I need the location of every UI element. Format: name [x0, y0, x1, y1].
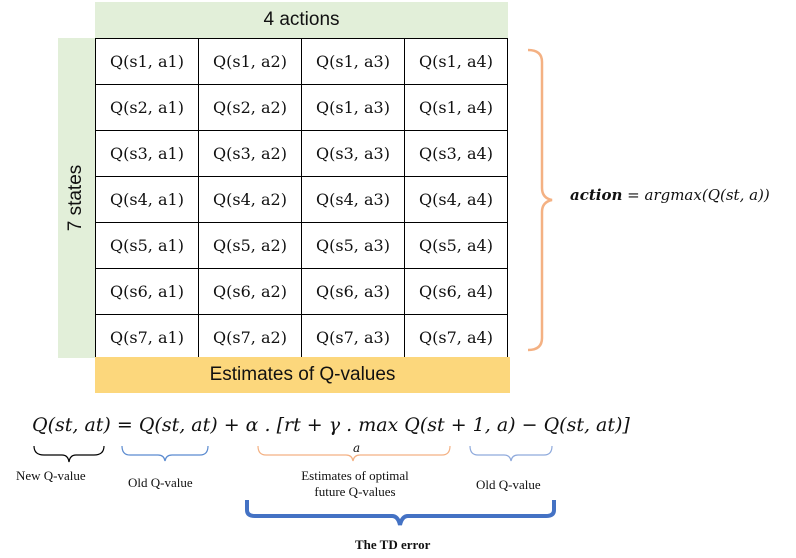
new-q-brace: [33, 445, 105, 463]
caption-old-q-left: Old Q-value: [128, 475, 193, 490]
q-cell: Q(s5, a2): [198, 222, 302, 269]
q-cell: Q(s2, a2): [198, 84, 302, 131]
actions-header: 4 actions: [95, 2, 508, 38]
q-update-equation: Q(st, at) = Q(st, at) + α . [rt + γ . ma…: [32, 414, 630, 436]
table-row: Q(s4, a1) Q(s4, a2) Q(s4, a3) Q(s4, a4): [95, 176, 508, 223]
table-row: Q(s5, a1) Q(s5, a2) Q(s5, a3) Q(s5, a4): [95, 222, 508, 269]
old-q-right-brace: [469, 445, 553, 462]
argmax-expression: = argmax(Q(st, a)): [622, 186, 770, 204]
q-cell: Q(s7, a2): [198, 314, 302, 361]
actions-label: 4 actions: [263, 9, 340, 30]
table-row: Q(s1, a1) Q(s1, a2) Q(s1, a3) Q(s1, a4): [95, 38, 508, 85]
policy-formula: action = argmax(Q(st, a)): [570, 186, 770, 204]
states-side-band: [58, 38, 95, 358]
td-error-brace: [245, 500, 556, 526]
estimates-label: Estimates of Q-values: [209, 364, 396, 385]
caption-new-q: New Q-value: [16, 468, 86, 483]
q-cell: Q(s4, a3): [301, 176, 405, 223]
q-cell: Q(s7, a4): [404, 314, 508, 361]
q-cell: Q(s6, a4): [404, 268, 508, 315]
q-cell: Q(s1, a2): [198, 38, 302, 85]
caption-td-error: The TD error: [355, 537, 431, 552]
caption-old-q-right: Old Q-value: [476, 477, 541, 492]
table-row: Q(s6, a1) Q(s6, a2) Q(s6, a3) Q(s6, a4): [95, 268, 508, 315]
q-cell: Q(s1, a4): [404, 38, 508, 85]
q-cell: Q(s6, a3): [301, 268, 405, 315]
q-cell: Q(s4, a4): [404, 176, 508, 223]
max-subscript: a: [353, 441, 361, 455]
q-cell: Q(s1, a3): [301, 84, 405, 131]
q-cell: Q(s6, a1): [95, 268, 199, 315]
q-cell: Q(s2, a1): [95, 84, 199, 131]
old-q-left-brace: [121, 445, 209, 462]
q-cell: Q(s3, a2): [198, 130, 302, 177]
q-cell: Q(s3, a3): [301, 130, 405, 177]
q-cell: Q(s5, a3): [301, 222, 405, 269]
q-cell: Q(s1, a3): [301, 38, 405, 85]
q-cell: Q(s3, a1): [95, 130, 199, 177]
q-cell: Q(s4, a2): [198, 176, 302, 223]
q-cell: Q(s7, a3): [301, 314, 405, 361]
caption-optimal-future: Estimates of optimal future Q-values: [301, 468, 409, 499]
q-cell: Q(s1, a1): [95, 38, 199, 85]
action-word: action: [570, 186, 623, 204]
table-row: Q(s7, a1) Q(s7, a2) Q(s7, a3) Q(s7, a4): [95, 314, 508, 361]
optimal-future-brace: [257, 445, 451, 462]
table-brace: [527, 48, 553, 352]
q-cell: Q(s4, a1): [95, 176, 199, 223]
estimates-footer: Estimates of Q-values: [95, 357, 510, 393]
q-table: Q(s1, a1) Q(s1, a2) Q(s1, a3) Q(s1, a4) …: [95, 38, 508, 361]
